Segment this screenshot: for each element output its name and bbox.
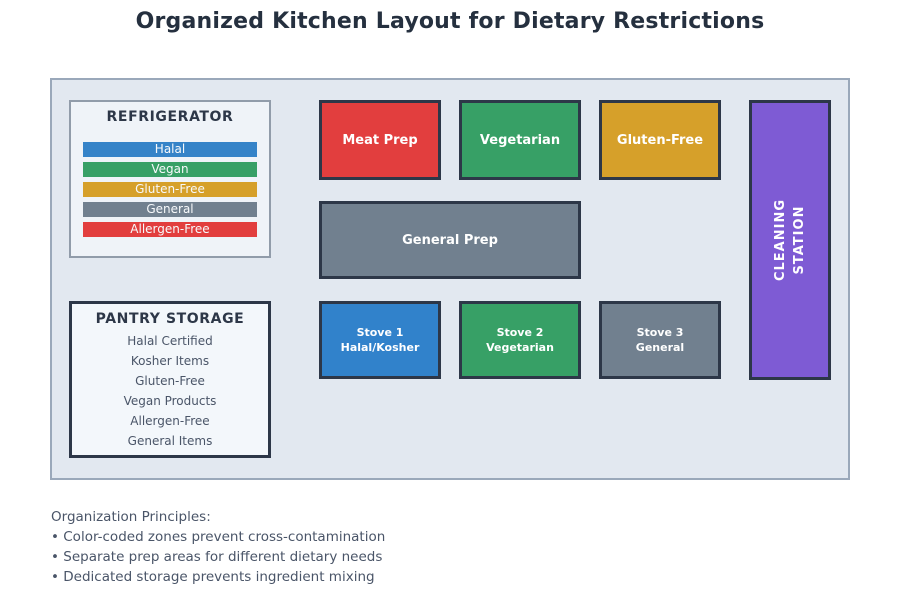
pantry-item: Vegan Products bbox=[123, 394, 217, 408]
pantry-item: General Items bbox=[127, 434, 213, 448]
zone-cleaning-station: CLEANING STATION bbox=[749, 100, 831, 380]
pantry-item: Gluten-Free bbox=[135, 374, 205, 388]
zone-stove-3: Stove 3 General bbox=[599, 301, 721, 379]
pantry-item: Halal Certified bbox=[127, 334, 213, 348]
refrigerator-title: REFRIGERATOR bbox=[106, 109, 234, 125]
zone-vegetarian-prep: Vegetarian bbox=[459, 100, 581, 180]
fridge-shelf-allergen-free: Allergen-Free bbox=[83, 222, 257, 237]
stove-diet: General bbox=[635, 341, 685, 354]
fridge-shelf-vegan: Vegan bbox=[83, 162, 257, 177]
zone-stove-2: Stove 2 Vegetarian bbox=[459, 301, 581, 379]
cleaning-station-label: CLEANING STATION bbox=[771, 199, 809, 281]
pantry-item-list: Halal Certified Kosher Items Gluten-Free… bbox=[72, 331, 268, 451]
principle-bullet: • Dedicated storage prevents ingredient … bbox=[51, 569, 375, 585]
pantry-item: Allergen-Free bbox=[130, 414, 210, 428]
fridge-shelf-gluten-free: Gluten-Free bbox=[83, 182, 257, 197]
page-title: Organized Kitchen Layout for Dietary Res… bbox=[135, 9, 765, 34]
fridge-shelf-halal: Halal bbox=[83, 142, 257, 157]
zone-meat-prep: Meat Prep bbox=[319, 100, 441, 180]
pantry-title: PANTRY STORAGE bbox=[95, 311, 245, 327]
refrigerator-box: REFRIGERATOR Halal Vegan Gluten-Free Gen… bbox=[69, 100, 271, 258]
organization-principles: Organization Principles: • Color-coded z… bbox=[51, 507, 385, 587]
zone-label: Meat Prep bbox=[342, 132, 418, 148]
pantry-item: Kosher Items bbox=[130, 354, 210, 368]
zone-stove-1: Stove 1 Halal/Kosher bbox=[319, 301, 441, 379]
cleaning-station-line2: STATION bbox=[792, 205, 808, 275]
stove-name: Stove 3 bbox=[636, 326, 684, 339]
principle-bullet: • Separate prep areas for different diet… bbox=[51, 549, 383, 565]
stove-name: Stove 2 bbox=[496, 326, 544, 339]
cleaning-station-line1: CLEANING bbox=[773, 198, 789, 282]
stove-diet: Vegetarian bbox=[486, 341, 554, 354]
zone-label: Gluten-Free bbox=[616, 132, 704, 148]
zone-gluten-free-prep: Gluten-Free bbox=[599, 100, 721, 180]
fridge-shelf-general: General bbox=[83, 202, 257, 217]
pantry-storage-box: PANTRY STORAGE Halal Certified Kosher It… bbox=[69, 301, 271, 458]
principle-bullet: • Color-coded zones prevent cross-contam… bbox=[51, 529, 386, 545]
kitchen-layout-panel: REFRIGERATOR Halal Vegan Gluten-Free Gen… bbox=[50, 78, 850, 480]
principles-heading: Organization Principles: bbox=[51, 509, 211, 525]
zone-general-prep: General Prep bbox=[319, 201, 581, 279]
stove-name: Stove 1 bbox=[356, 326, 404, 339]
refrigerator-shelves: Halal Vegan Gluten-Free General Allergen… bbox=[83, 142, 257, 237]
zone-label: General Prep bbox=[402, 232, 498, 248]
stove-diet: Halal/Kosher bbox=[340, 341, 420, 354]
zone-label: Vegetarian bbox=[479, 132, 561, 148]
